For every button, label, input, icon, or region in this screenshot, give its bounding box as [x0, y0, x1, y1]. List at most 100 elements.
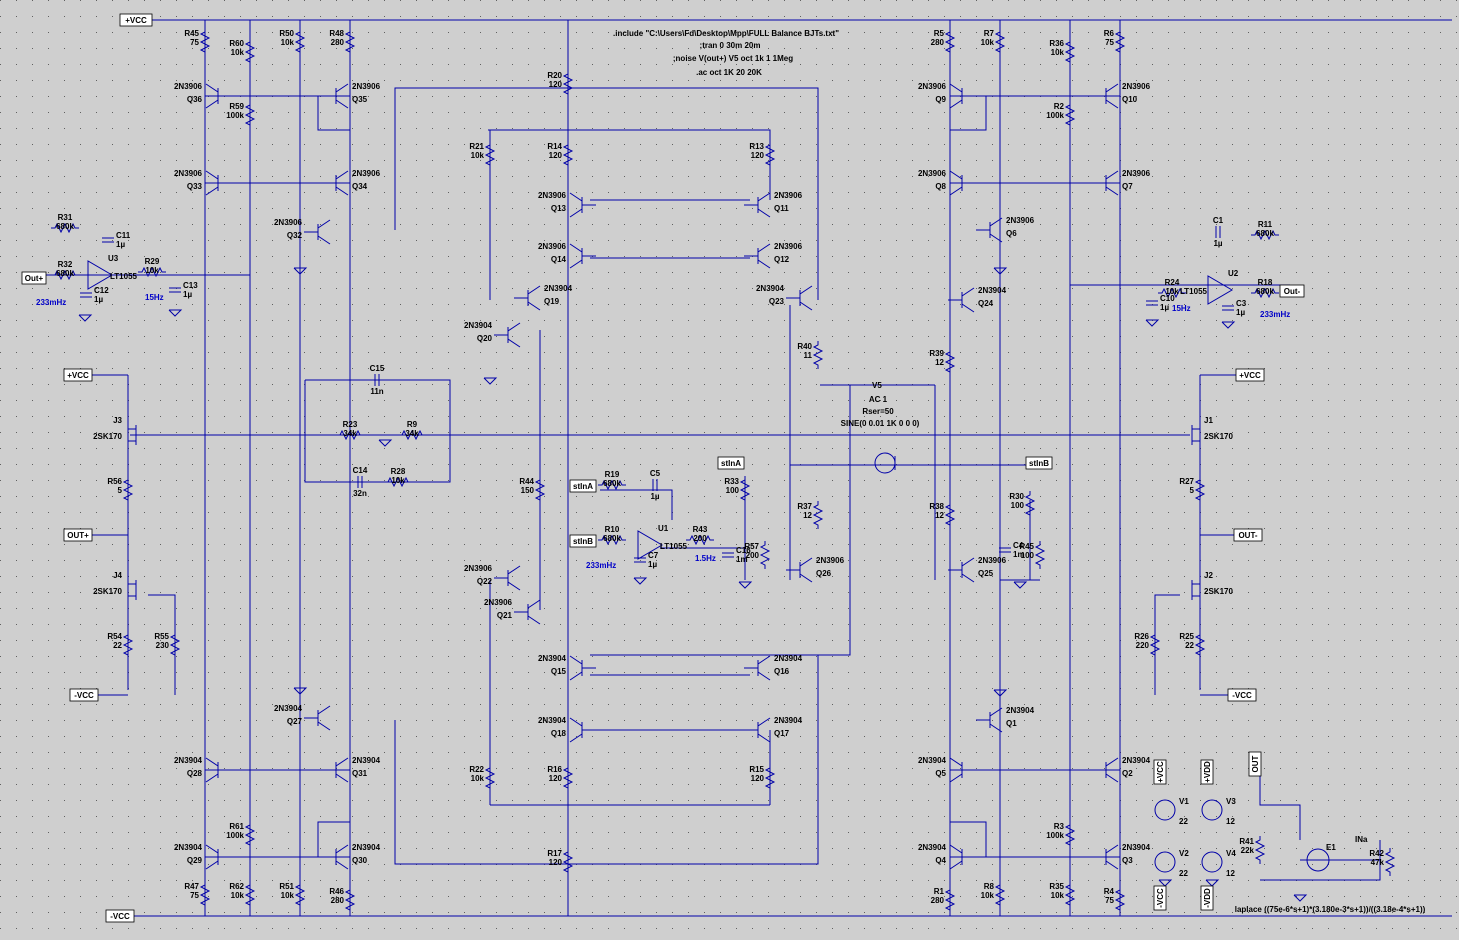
resistor-r45[interactable]: R45100 — [1019, 541, 1046, 569]
transistor-q1[interactable]: 2N3904Q1 — [976, 706, 1035, 733]
resistor-r1[interactable]: R1280 — [931, 886, 956, 914]
transistor-q16[interactable]: 2N3904Q16 — [744, 654, 803, 681]
transistor-q3[interactable]: 2N3904Q3 — [1092, 843, 1151, 870]
resistor-r27[interactable]: R275 — [1179, 476, 1206, 504]
capacitor-c5[interactable]: C51µ — [650, 469, 661, 501]
capacitor-c16[interactable]: C161m — [722, 546, 751, 564]
resistor-r40[interactable]: R4011 — [797, 341, 824, 369]
transistor-q18[interactable]: 2N3904Q18 — [538, 716, 596, 743]
resistor-r26[interactable]: R26220 — [1134, 631, 1161, 659]
resistor-r14[interactable]: R14120 — [547, 141, 574, 169]
transistor-q30[interactable]: 2N3904Q30 — [322, 843, 381, 870]
transistor-q12[interactable]: 2N3906Q12 — [744, 242, 803, 269]
jfet-j2[interactable]: J22SK170 — [1191, 571, 1233, 606]
transistor-q19[interactable]: 2N3904Q19 — [514, 284, 573, 311]
transistor-q9[interactable]: 2N3906Q9 — [918, 82, 976, 109]
capacitor-c11[interactable]: C111µ — [102, 231, 131, 249]
resistor-r43[interactable]: R43200 — [686, 525, 714, 546]
resistor-r61[interactable]: R61100k — [226, 821, 256, 849]
resistor-r3[interactable]: R3100k — [1046, 821, 1076, 849]
controlled-source-e1[interactable]: E1INalaplace ((75e-6*s+1)*(3.180e-3*s+1)… — [1235, 835, 1426, 914]
resistor-r8[interactable]: R810k — [981, 881, 1006, 909]
resistor-r31[interactable]: R31680k — [51, 213, 79, 234]
resistor-r28[interactable]: R2810k — [384, 467, 412, 488]
resistor-r30[interactable]: R30100 — [1009, 491, 1036, 519]
voltage-source-v1[interactable]: V122 — [1154, 797, 1189, 826]
resistor-r44[interactable]: R44150 — [519, 476, 546, 504]
resistor-r19[interactable]: R19680k — [598, 470, 626, 491]
transistor-q11[interactable]: 2N3906Q11 — [744, 191, 803, 218]
resistor-r10[interactable]: R10680k — [598, 525, 626, 546]
resistor-r62[interactable]: R6210k — [229, 881, 256, 909]
resistor-r16[interactable]: R16120 — [547, 764, 574, 792]
resistor-r47[interactable]: R4775 — [184, 881, 211, 909]
jfet-j3[interactable]: J32SK170 — [93, 416, 137, 451]
transistor-q25[interactable]: 2N3906Q25 — [948, 556, 1007, 583]
transistor-q4[interactable]: 2N3904Q4 — [918, 843, 976, 870]
transistor-q36[interactable]: 2N3906Q36 — [174, 82, 232, 109]
resistor-r51[interactable]: R5110k — [279, 881, 306, 909]
opamp-u1[interactable]: U1LT1055 — [637, 524, 688, 560]
transistor-q26[interactable]: 2N3906Q26 — [786, 556, 845, 583]
transistor-q32[interactable]: 2N3906Q32 — [274, 218, 331, 245]
resistor-r15[interactable]: R15120 — [749, 764, 776, 792]
transistor-q35[interactable]: 2N3906Q35 — [322, 82, 381, 109]
resistor-r55[interactable]: R55230 — [154, 631, 181, 659]
transistor-q34[interactable]: 2N3906Q34 — [322, 169, 381, 196]
resistor-r22[interactable]: R2210k — [469, 764, 496, 792]
transistor-q20[interactable]: 2N3904Q20 — [464, 321, 521, 348]
resistor-r23[interactable]: R2334k — [336, 420, 364, 441]
opamp-u3[interactable]: U3LT1055 — [87, 254, 138, 290]
capacitor-c12[interactable]: C121µ — [80, 286, 109, 304]
resistor-r33[interactable]: R33100 — [724, 476, 751, 504]
voltage-source-v2[interactable]: V222 — [1154, 849, 1189, 878]
transistor-q13[interactable]: 2N3906Q13 — [538, 191, 596, 218]
resistor-r32[interactable]: R32680k — [51, 260, 79, 281]
signal-source-v5[interactable]: V5AC 1Rser=50SINE(0 0.01 1K 0 0 0) — [841, 381, 920, 474]
transistor-q7[interactable]: 2N3906Q7 — [1092, 169, 1151, 196]
resistor-r60[interactable]: R6010k — [229, 38, 256, 66]
resistor-r4[interactable]: R475 — [1104, 886, 1126, 914]
resistor-r37[interactable]: R3712 — [797, 501, 824, 529]
transistor-q31[interactable]: 2N3904Q31 — [322, 756, 381, 783]
resistor-r24[interactable]: R2410k — [1158, 278, 1186, 299]
resistor-r11[interactable]: R11680k — [1251, 220, 1279, 241]
opamp-u2[interactable]: U2LT1055 — [1180, 269, 1239, 305]
transistor-q2[interactable]: 2N3904Q2 — [1092, 756, 1151, 783]
transistor-q33[interactable]: 2N3906Q33 — [174, 169, 232, 196]
capacitor-c4[interactable]: C41m — [999, 541, 1025, 559]
capacitor-c3[interactable]: C31µ — [1222, 299, 1247, 317]
voltage-source-v4[interactable]: V412 — [1201, 849, 1236, 878]
resistor-r41[interactable]: R4122k — [1239, 836, 1266, 864]
jfet-j1[interactable]: J12SK170 — [1191, 416, 1233, 451]
resistor-r20[interactable]: R20120 — [547, 70, 574, 98]
transistor-q15[interactable]: 2N3904Q15 — [538, 654, 596, 681]
resistor-r57[interactable]: R57200 — [744, 541, 771, 569]
transistor-q5[interactable]: 2N3904Q5 — [918, 756, 976, 783]
resistor-r48[interactable]: R48280 — [329, 28, 356, 56]
resistor-r9[interactable]: R934k — [398, 420, 426, 441]
resistor-r46[interactable]: R46280 — [329, 886, 356, 914]
resistor-r6[interactable]: R675 — [1104, 28, 1126, 56]
resistor-r18[interactable]: R18680k — [1251, 278, 1279, 299]
transistor-q14[interactable]: 2N3906Q14 — [538, 242, 596, 269]
resistor-r36[interactable]: R3610k — [1049, 38, 1076, 66]
capacitor-c1[interactable]: C11µ — [1213, 216, 1224, 248]
capacitor-c15[interactable]: C1511n — [370, 364, 385, 396]
transistor-q21[interactable]: 2N3906Q21 — [484, 598, 541, 625]
resistor-r59[interactable]: R59100k — [226, 101, 256, 129]
resistor-r5[interactable]: R5280 — [931, 28, 956, 56]
resistor-r2[interactable]: R2100k — [1046, 101, 1076, 129]
transistor-q29[interactable]: 2N3904Q29 — [174, 843, 232, 870]
transistor-q6[interactable]: 2N3906Q6 — [976, 216, 1035, 243]
resistor-r35[interactable]: R3510k — [1049, 881, 1076, 909]
resistor-r45[interactable]: R4575 — [184, 28, 211, 56]
transistor-q17[interactable]: 2N3904Q17 — [744, 716, 803, 743]
resistor-r7[interactable]: R710k — [981, 28, 1006, 56]
capacitor-c10[interactable]: C101µ — [1146, 294, 1175, 312]
resistor-r42[interactable]: R4247k — [1369, 848, 1396, 876]
capacitor-c13[interactable]: C131µ — [169, 281, 198, 299]
transistor-q10[interactable]: 2N3906Q10 — [1092, 82, 1151, 109]
transistor-q27[interactable]: 2N3904Q27 — [274, 704, 331, 731]
